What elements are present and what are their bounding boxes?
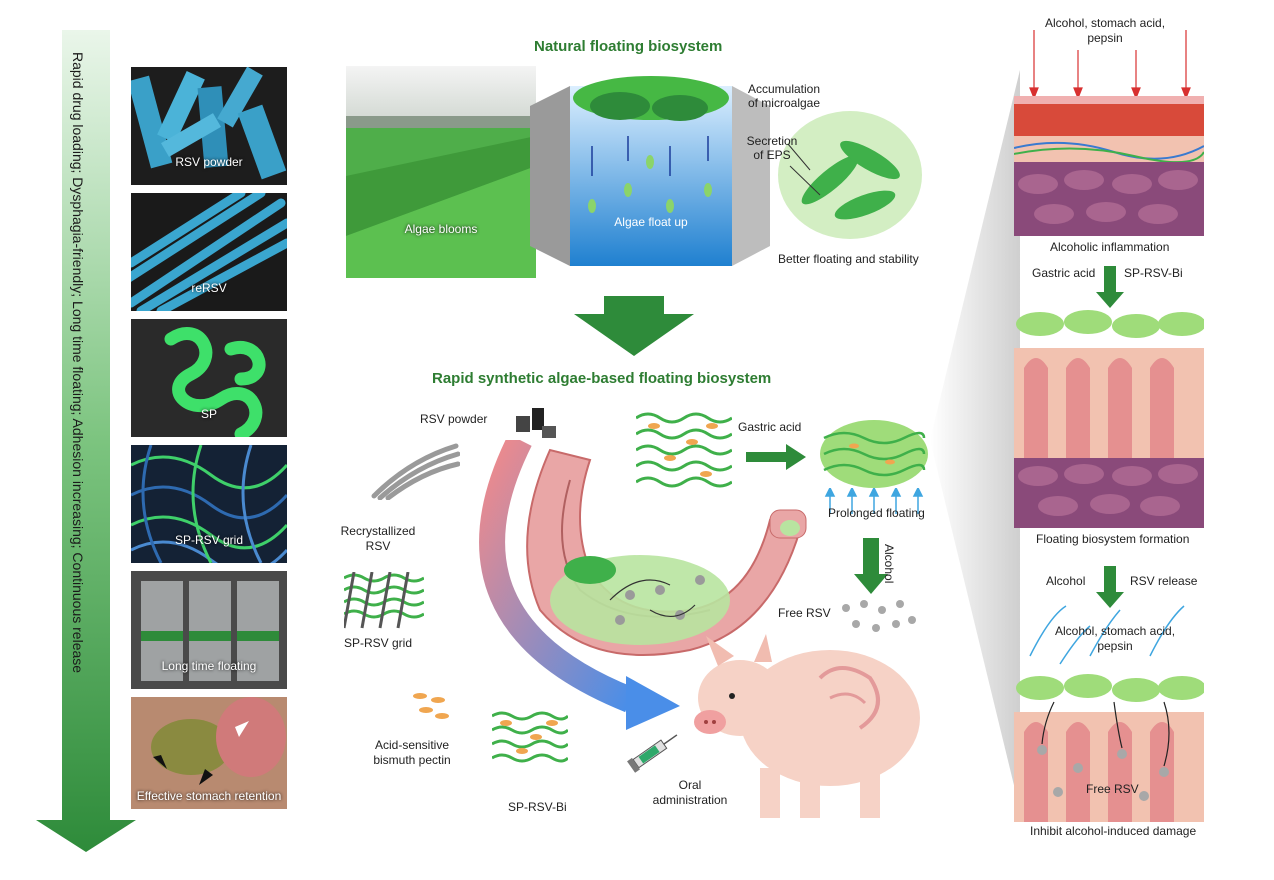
floating-formation-label: Floating biosystem formation <box>1036 532 1190 546</box>
algae-float-diagram: Algae float up <box>530 76 770 266</box>
recrystallized-label: Recrystallized RSV <box>340 524 416 553</box>
gastric-acid-label: Gastric acid <box>738 420 802 434</box>
sem-panel-stomach-retention: Effective stomach retention <box>131 697 287 809</box>
caption-long-time-floating: Long time floating <box>161 659 257 673</box>
gastric-acid-arrow <box>746 444 806 470</box>
algae-float-up-label: Algae float up <box>614 215 688 229</box>
right-alcohol-label: Alcohol <box>1046 574 1086 588</box>
sp-rsv-bi-icon <box>492 711 568 763</box>
right-arrow-1 <box>1096 266 1124 308</box>
algae-blooms-photo: Algae blooms <box>346 66 536 278</box>
natural-to-synthetic-arrow <box>574 296 694 356</box>
caption-stomach-retention: Effective stomach retention <box>136 789 282 803</box>
secretion-label: Secretion of EPS <box>746 134 798 162</box>
caption-sp-rsv-grid: SP-RSV grid <box>174 533 244 547</box>
eps-microalgae-diagram <box>778 111 922 239</box>
caption-rersv: reRSV <box>191 281 227 295</box>
curved-process-arrow <box>479 440 680 730</box>
right-top-label: Alcohol, stomach acid, pepsin <box>1044 16 1166 45</box>
sem-panel-rersv: reRSV <box>131 193 287 311</box>
sp-rsv-grid-label: SP-RSV grid <box>344 636 413 650</box>
natural-title: Natural floating biosystem <box>534 38 723 55</box>
free-rsv-label: Free RSV <box>778 606 831 620</box>
incoming-red-arrows <box>1029 30 1191 100</box>
tissue-floating-formation <box>1014 310 1204 528</box>
algae-blooms-label: Algae blooms <box>404 222 478 236</box>
left-arrow-text: Rapid drug loading; Dysphagia-friendly; … <box>70 52 86 674</box>
synthetic-title: Rapid synthetic algae-based floating bio… <box>432 370 772 387</box>
stomach-illustration <box>526 448 807 656</box>
sp-spiral <box>164 327 266 437</box>
sp-rsv-grid-icon <box>344 572 424 629</box>
sp-rsv-bi-label: SP-RSV-Bi <box>508 800 567 814</box>
rsv-powder-crystals <box>131 67 287 180</box>
caption-rsv-powder: RSV powder <box>175 155 243 169</box>
floating-grid-cluster <box>820 420 928 488</box>
syringe-icon <box>627 734 678 773</box>
alcoholic-inflammation-label: Alcoholic inflammation <box>1050 240 1170 254</box>
prolonged-floating-label: Prolonged floating <box>828 506 925 520</box>
left-arrow-shape <box>36 30 136 852</box>
tissue-protected <box>1014 674 1204 822</box>
synthetic-alcohol-label: Alcohol <box>882 544 896 584</box>
tissue-inflamed <box>1014 96 1204 236</box>
rsv-release-label: RSV release <box>1130 574 1198 588</box>
free-rsv-dots <box>842 600 916 632</box>
oral-administration-label: Oral administration <box>652 778 728 807</box>
sem-panel-rsv-powder: RSV powder <box>131 67 287 185</box>
recrystallized-rsv-fibers <box>371 443 460 500</box>
left-arrow <box>36 30 136 852</box>
endoscopy-photo <box>151 697 286 785</box>
inhibit-label: Inhibit alcohol-induced damage <box>1030 824 1197 838</box>
right-sp-rsv-bi-label: SP-RSV-Bi <box>1124 266 1183 280</box>
rsv-powder-label: RSV powder <box>420 412 488 426</box>
caption-sp: SP <box>200 407 217 421</box>
sem-panel-vials: Long time floating <box>131 571 287 689</box>
pig-illustration <box>694 634 920 818</box>
right-mid-label: Alcohol, stomach acid, pepsin <box>1054 624 1176 653</box>
sp-rsv-bi-cluster-top <box>636 412 732 488</box>
better-floating-label: Better floating and stability <box>778 252 919 266</box>
sem-panel-sp: SP <box>131 319 287 437</box>
alcohol-down-arrow <box>854 538 888 594</box>
sem-panel-sp-rsv-grid: SP-RSV grid <box>131 445 287 563</box>
rersv-fibers <box>131 193 287 311</box>
release-curves <box>1029 605 1185 665</box>
right-gastric-acid-label: Gastric acid <box>1032 266 1096 280</box>
acid-sensitive-label: Acid-sensitive bismuth pectin <box>373 738 451 767</box>
sp-rsv-grid-mesh <box>131 445 287 563</box>
rsv-powder-cubes <box>516 408 556 438</box>
vials-photo <box>141 581 279 681</box>
zoom-wedge <box>930 70 1020 810</box>
right-arrow-2 <box>1096 566 1124 608</box>
accumulation-label: Accumulation of microalgae <box>747 82 821 110</box>
right-free-rsv-label: Free RSV <box>1086 782 1139 796</box>
prolonged-floating-arrows <box>824 488 924 514</box>
bismuth-pectin-dots <box>413 693 449 719</box>
